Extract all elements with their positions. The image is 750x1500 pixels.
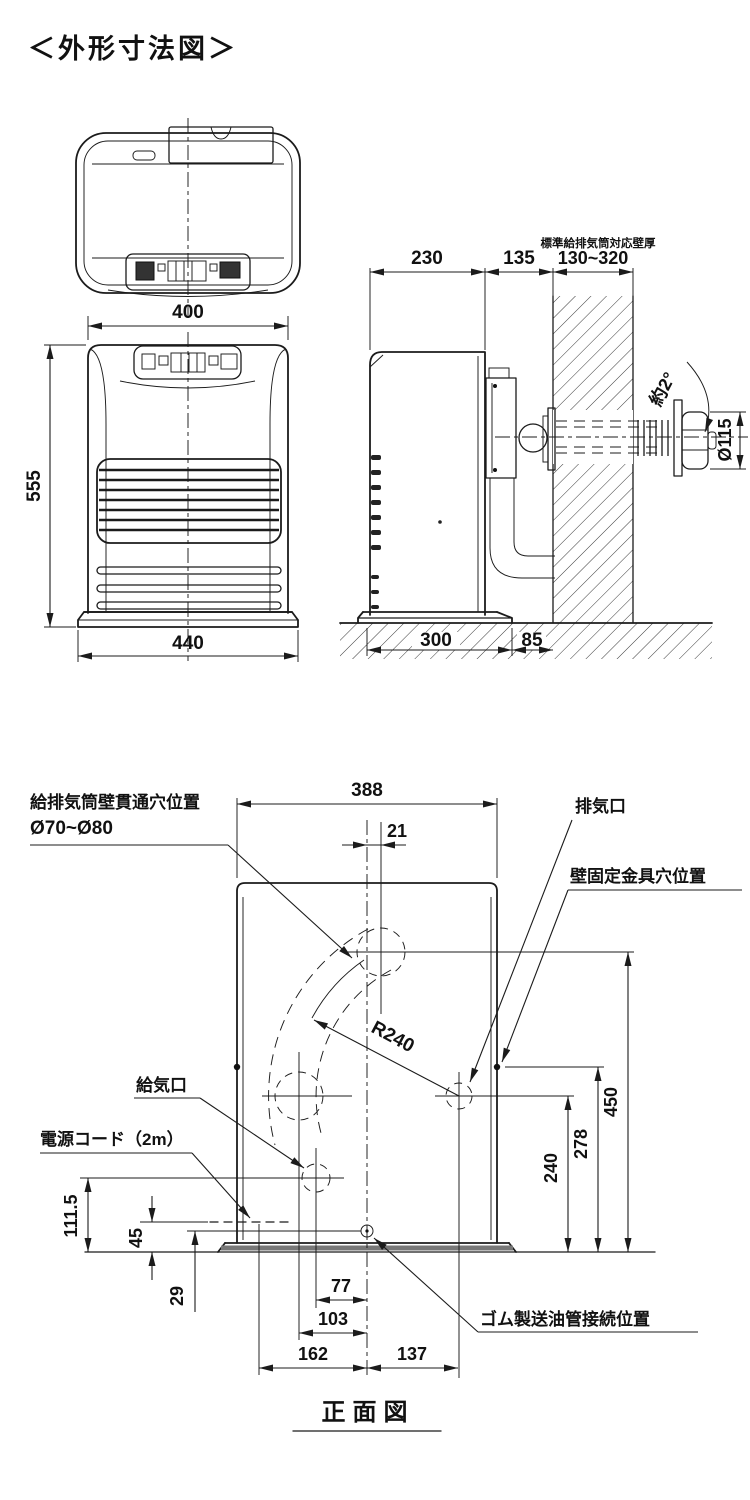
lower-duct <box>489 478 555 579</box>
label-intake-port: 給気口 <box>136 1075 187 1095</box>
rear-view-caption: 正面図 <box>322 1399 415 1426</box>
wall-hole-low-circle <box>274 1071 324 1121</box>
cap-plate <box>673 399 683 477</box>
swing-dim-arc <box>311 959 365 1019</box>
dim-rear-width: 388 <box>351 780 383 801</box>
tilt-arc <box>686 361 714 433</box>
label-wall-note: 標準給排気筒対応壁厚 <box>541 236 656 250</box>
bracket-hole-left <box>233 1063 241 1071</box>
dim-side-wall-range: 130~320 <box>558 248 629 268</box>
leader-bracket <box>501 889 569 1063</box>
dim-intake-height: 111.5 <box>61 1194 81 1237</box>
radius-line <box>313 1019 460 1097</box>
label-bracket-hole: 壁固定金具穴位置 <box>570 866 706 886</box>
page-title: ＜外形寸法図＞ <box>28 34 238 64</box>
dim-exhaust-height: 240 <box>541 1153 561 1183</box>
rear-hole-layout: 388 21 R240 <box>30 780 742 1432</box>
leader-cord <box>191 1152 251 1219</box>
leader-exhaust <box>469 819 573 1083</box>
dim-oil-height: 29 <box>167 1286 187 1306</box>
dim-swing-radius: R240 <box>368 1017 418 1057</box>
swing-band-outer <box>268 928 369 1146</box>
tank-lid <box>168 126 274 164</box>
label-wall-hole-dia: Ø70~Ø80 <box>30 818 113 839</box>
label-power-cord: 電源コード（2m） <box>40 1129 184 1149</box>
tank-lid-notch <box>210 126 232 140</box>
drawing-title: ＜外形寸法図＞ <box>28 34 238 64</box>
dim-hole-height: 450 <box>601 1087 621 1117</box>
bracket-hole-right <box>493 1063 501 1071</box>
leader-wall-hole <box>227 844 353 959</box>
leader-oil-pipe <box>373 1237 479 1333</box>
dim-intake-offset: 77 <box>331 1276 351 1296</box>
front-control-panel <box>133 345 242 380</box>
flue-box <box>485 377 517 479</box>
dim-cap-diameter: Ø115 <box>715 418 735 461</box>
swing-band-inner <box>315 969 392 1134</box>
leader-intake <box>199 1097 305 1169</box>
dim-side-wall-offset: 85 <box>521 630 543 651</box>
dim-hole-low-offset: 103 <box>318 1309 348 1329</box>
corrugated-pipe <box>637 420 669 456</box>
dim-cord-height: 45 <box>126 1228 146 1248</box>
side-vent-slots <box>371 455 442 609</box>
front-view: 400 <box>24 302 299 662</box>
side-view: 230 135 130~320 標準給排気筒対応壁厚 <box>339 236 748 659</box>
exhaust-port-circle <box>445 1082 473 1110</box>
wall-hole-circle <box>356 927 406 977</box>
dim-side-base-depth: 300 <box>420 630 452 651</box>
pipe-collar <box>518 423 548 453</box>
dim-side-body-depth: 230 <box>411 248 443 269</box>
top-view-body-outline <box>75 132 301 294</box>
top-view-body-inner <box>83 140 293 286</box>
latch <box>132 150 156 161</box>
label-exhaust-port: 排気口 <box>575 796 626 816</box>
louver-slats <box>99 468 279 532</box>
intake-port-circle <box>301 1163 331 1193</box>
side-body-outline <box>369 351 486 616</box>
dim-hole-offset: 21 <box>387 821 407 841</box>
dim-bracket-height: 278 <box>571 1129 591 1159</box>
label-oil-pipe: ゴム製送油管接続位置 <box>480 1309 650 1329</box>
dim-front-top-width: 400 <box>172 302 204 323</box>
oil-pipe-circle <box>360 1224 374 1238</box>
top-view <box>75 118 301 318</box>
dim-front-height: 555 <box>24 470 45 502</box>
dim-exhaust-offset: 137 <box>397 1344 427 1364</box>
dim-side-rear-gap: 135 <box>503 248 535 269</box>
top-view-control-panel <box>125 253 251 291</box>
label-wall-hole: 給排気筒壁貫通穴位置 <box>30 792 200 812</box>
louver-grille <box>96 458 282 544</box>
dim-front-base-width: 440 <box>172 633 204 654</box>
vent-cap <box>681 411 709 470</box>
dim-cord-offset: 162 <box>298 1344 328 1364</box>
